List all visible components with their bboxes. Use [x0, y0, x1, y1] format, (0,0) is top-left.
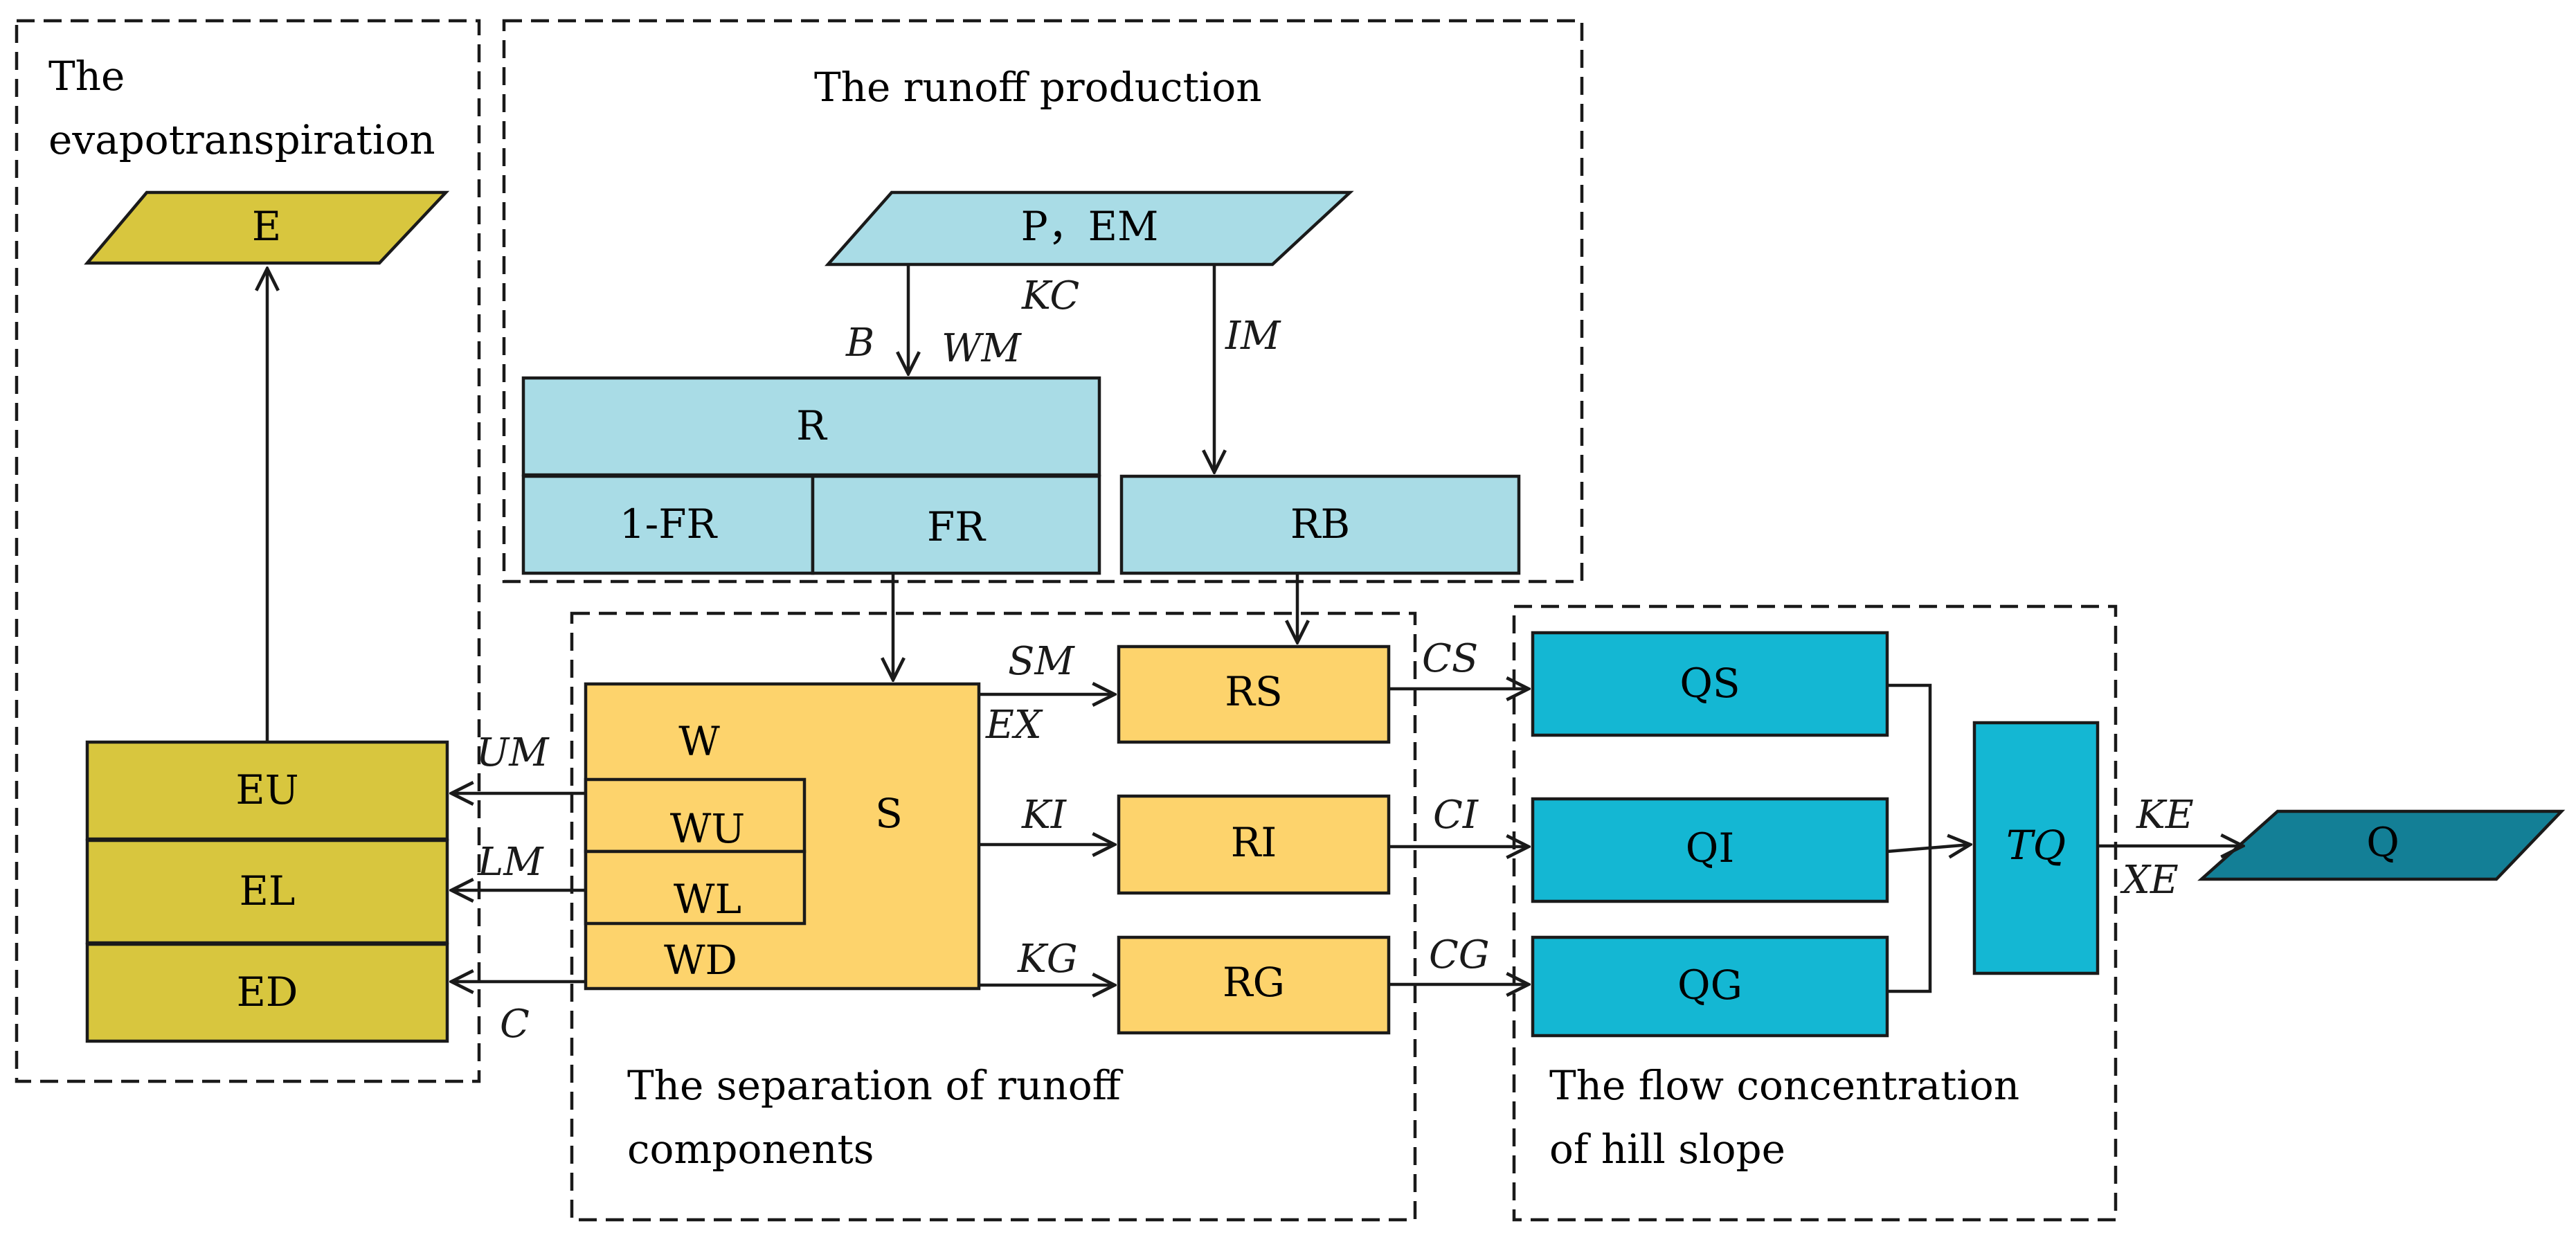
rb-label: RB: [1290, 501, 1350, 548]
im-param: IM: [1225, 314, 1281, 359]
qg-to-tq-connector: [1887, 851, 1932, 993]
runoff-production-title: The runoff production: [814, 64, 1262, 111]
qg-label: QG: [1677, 962, 1742, 1009]
kg-param: KG: [1017, 937, 1078, 982]
separation-region: [570, 611, 1417, 1222]
w-label: W: [678, 718, 720, 765]
qg-box: [1531, 935, 1889, 1038]
sm-param: SM: [1008, 639, 1075, 684]
qi-to-tq-arrow: [1886, 845, 1970, 851]
fr-label: FR: [927, 503, 987, 550]
one-minus-fr-box: [521, 474, 815, 575]
e-label: E: [252, 203, 281, 250]
wm-param: WM: [942, 326, 1023, 371]
wd-label: WD: [664, 937, 737, 984]
separation-title-line1: The separation of runoff: [627, 1062, 1124, 1109]
evapotranspiration-title-line2: evapotranspiration: [48, 116, 435, 163]
e-output-parallelogram: [84, 190, 450, 265]
separation-title-line2: components: [627, 1126, 874, 1173]
ci-param: CI: [1433, 793, 1479, 838]
tq-label: TQ: [2006, 822, 2066, 869]
runoff-production-region: [502, 19, 1584, 584]
eu-label: EU: [235, 766, 298, 813]
flow-concentration-title-line1: The flow concentration: [1549, 1062, 2019, 1109]
fr-box: [811, 474, 1101, 575]
cg-param: CG: [1429, 932, 1490, 977]
evapotranspiration-region: [15, 19, 481, 1083]
ke-param: KE: [2136, 793, 2194, 838]
evapotranspiration-title-line1: The: [48, 53, 125, 100]
wl-label: WL: [674, 876, 741, 923]
qs-to-tq-connector: [1887, 683, 1932, 851]
p-em-label: P，EM: [1021, 203, 1159, 250]
p-em-input-parallelogram: [825, 190, 1354, 267]
ex-param: EX: [985, 703, 1043, 748]
qi-label: QI: [1686, 824, 1734, 872]
one-minus-fr-label: 1-FR: [620, 501, 719, 548]
ki-param: KI: [1021, 793, 1068, 838]
wu-box: [584, 777, 807, 854]
flow-concentration-region: [1512, 604, 2118, 1222]
um-param: UM: [476, 730, 550, 775]
b-param: B: [845, 321, 874, 366]
cs-param: CS: [1422, 636, 1478, 681]
rs-label: RS: [1225, 668, 1282, 715]
el-label: EL: [240, 867, 296, 914]
qs-box: [1531, 631, 1889, 737]
qi-box: [1531, 797, 1889, 903]
wl-box: [584, 849, 807, 926]
xe-param: XE: [2120, 858, 2179, 903]
tq-box: [1972, 721, 2100, 975]
c-param: C: [500, 1002, 530, 1047]
rb-box: [1119, 474, 1521, 575]
rs-box: [1117, 644, 1391, 744]
r-box: [521, 376, 1101, 477]
lm-param: LM: [477, 840, 544, 885]
ed-box: [85, 942, 449, 1043]
wu-label: WU: [670, 805, 746, 852]
el-box: [85, 838, 449, 945]
kc-param: KC: [1021, 273, 1079, 318]
s-label: S: [875, 790, 903, 837]
qs-label: QS: [1679, 660, 1740, 707]
ri-box: [1117, 794, 1391, 895]
ri-label: RI: [1231, 819, 1277, 866]
q-label: Q: [2366, 819, 2399, 866]
r-label: R: [796, 402, 828, 449]
ed-label: ED: [237, 968, 298, 1016]
rg-label: RG: [1223, 959, 1285, 1006]
flow-concentration-title-line2: of hill slope: [1549, 1126, 1785, 1173]
